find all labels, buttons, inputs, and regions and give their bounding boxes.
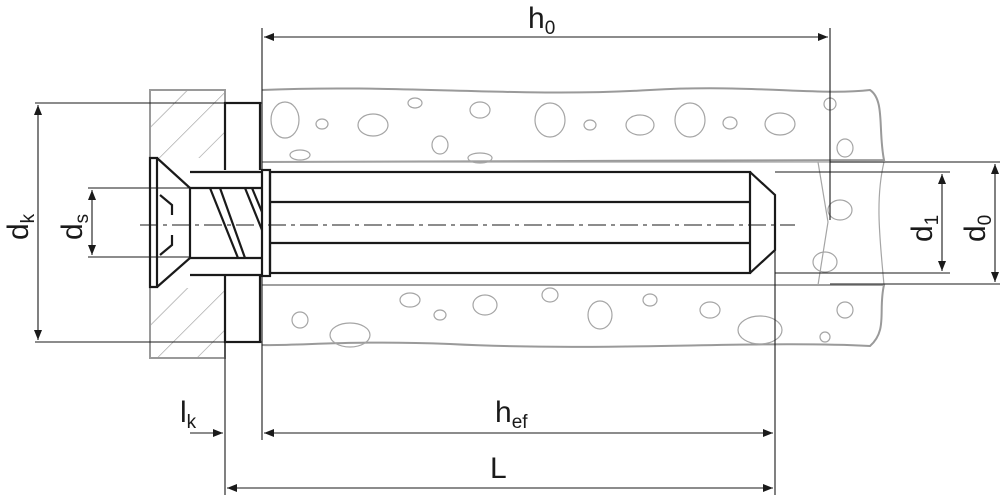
label-h0: h0 (528, 2, 555, 39)
concrete-base-material (261, 87, 886, 348)
anchor-sleeve (190, 101, 777, 344)
label-ds: ds (56, 214, 93, 240)
label-d1: d1 (906, 215, 943, 242)
label-L: L (490, 452, 507, 485)
label-lk: lk (180, 396, 197, 433)
dimension-lines (34, 33, 999, 492)
label-d0: d0 (959, 215, 996, 242)
label-hef: hef (495, 396, 528, 433)
label-dk: dk (2, 213, 39, 240)
countersunk-screw (148, 156, 264, 289)
aggregate-stones (270, 97, 854, 348)
extension-lines (35, 28, 1000, 495)
fixture-plate (149, 89, 226, 359)
